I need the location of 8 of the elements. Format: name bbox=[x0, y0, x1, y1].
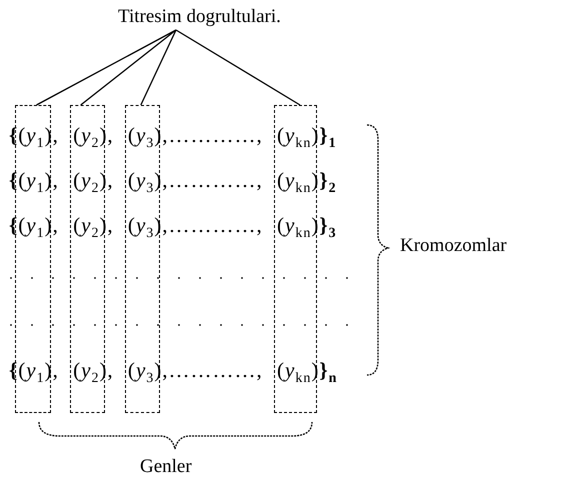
leader-line bbox=[140, 30, 177, 106]
leader-line bbox=[80, 29, 176, 106]
leader-line bbox=[36, 29, 176, 106]
brace-label: Genler bbox=[140, 456, 192, 478]
brace-label: Kromozomlar bbox=[400, 235, 507, 257]
leader-line bbox=[176, 29, 300, 106]
heading-text: Titresim dogrultulari. bbox=[118, 6, 281, 28]
gene-column-box bbox=[274, 105, 318, 413]
